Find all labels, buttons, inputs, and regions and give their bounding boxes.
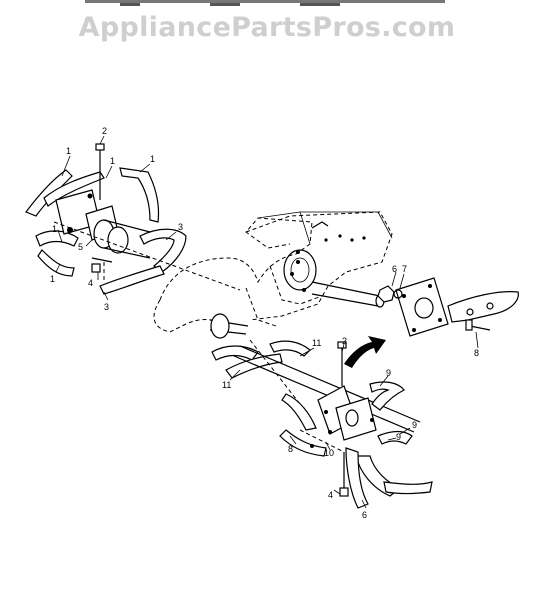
callout-10: 10 [324, 448, 334, 458]
watermark-logo: AppliancePartsPros.com [78, 12, 456, 43]
transmission-housing [153, 211, 393, 339]
callout-9-mid: 9 [396, 432, 401, 442]
callout-8-lower: 8 [288, 444, 293, 454]
leader-lines [55, 135, 479, 509]
callout-labels: 1 1 1 1 1 2 2 3 3 4 4 5 6 6 7 8 8 9 9 9 … [50, 126, 479, 520]
top-header-fragment [85, 0, 445, 6]
right-plate-assembly [377, 277, 519, 337]
rotation-arrow [344, 336, 386, 368]
callout-4-bottom: 4 [328, 490, 333, 500]
callout-1-left: 1 [52, 224, 57, 234]
callout-11-upper: 11 [312, 338, 321, 348]
callout-5: 5 [78, 242, 83, 252]
callout-3-bottom: 3 [104, 302, 109, 312]
callout-6-plate: 6 [392, 264, 397, 274]
callout-9-top: 9 [386, 368, 391, 378]
callout-2-lower: 2 [342, 336, 347, 346]
callout-3-right: 3 [178, 222, 183, 232]
callout-6-bottom: 6 [362, 510, 367, 520]
lower-tine-assembly [211, 339, 433, 509]
callout-11-left: 11 [222, 380, 231, 390]
left-tine-assembly [25, 143, 241, 295]
callout-1-bottom-left: 1 [50, 274, 55, 284]
callout-1-top-right: 1 [150, 154, 155, 164]
callout-4-left: 4 [88, 278, 93, 288]
callout-2-top: 2 [102, 126, 107, 136]
callout-1-top-left: 1 [66, 146, 71, 156]
callout-8-right: 8 [474, 348, 479, 358]
callout-1-top-mid: 1 [110, 156, 115, 166]
callout-7: 7 [402, 264, 407, 274]
callout-9-right: 9 [412, 420, 417, 430]
